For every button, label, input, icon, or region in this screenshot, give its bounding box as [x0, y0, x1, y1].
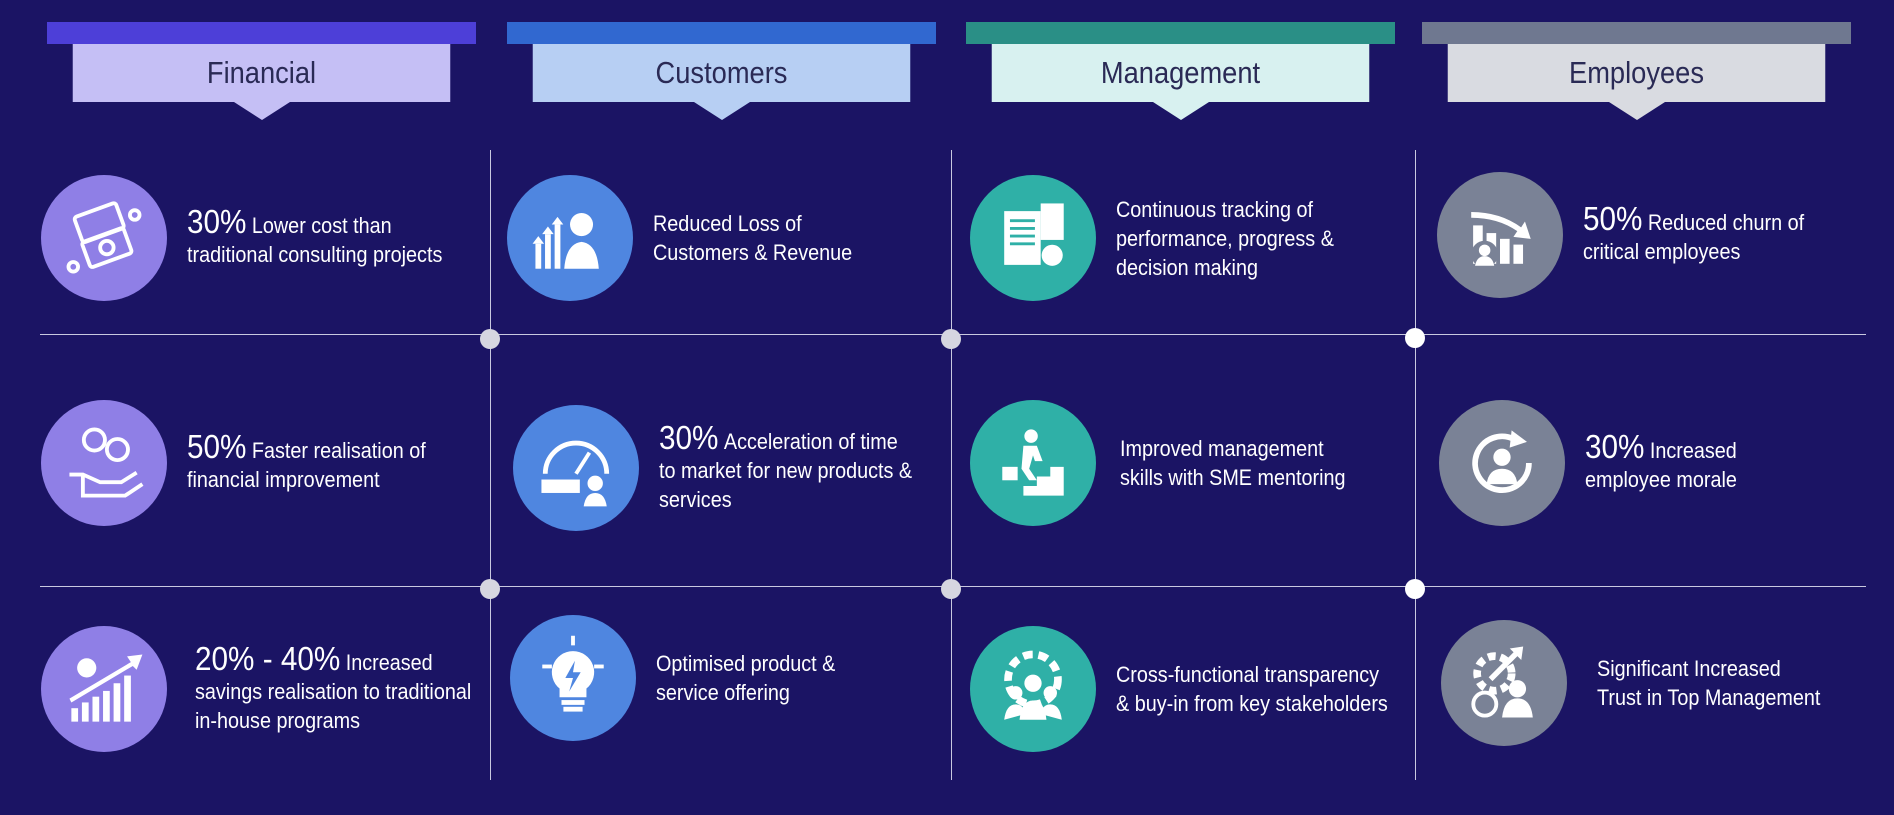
financial-item-1: 30%Lower cost than traditional consultin…	[41, 175, 471, 301]
column-divider-3	[1415, 150, 1416, 780]
grid-node	[941, 579, 961, 599]
employees-item-2-text: 30%Increased employee morale	[1585, 428, 1737, 492]
customers-item-2-text: 30%Acceleration of time to market for ne…	[659, 418, 913, 512]
header-customers: Customers	[507, 22, 936, 120]
customers-item-1-text: Reduced Loss of Customers & Revenue	[653, 211, 853, 265]
management-item-2: Improved management skills with SME ment…	[970, 400, 1371, 526]
header-customers-label: Customers	[532, 44, 911, 102]
financial-item-3-text: 20% - 40%Increased savings realisation t…	[195, 639, 472, 733]
speedometer-rating-icon	[513, 405, 639, 531]
financial-item-2: 50%Faster realisation of financial impro…	[41, 400, 452, 526]
management-item-3-text: Cross-functional transparency & buy-in f…	[1116, 662, 1388, 716]
customers-item-2: 30%Acceleration of time to market for ne…	[513, 405, 940, 531]
trust-gear-person-icon	[1441, 620, 1567, 746]
management-item-2-text: Improved management skills with SME ment…	[1120, 436, 1346, 490]
column-divider-1	[490, 150, 491, 780]
header-employees-label: Employees	[1447, 44, 1826, 102]
header-management: Management	[966, 22, 1395, 120]
management-item-1: Continuous tracking of performance, prog…	[970, 175, 1358, 301]
customers-item-3-text: Optimised product & service offering	[656, 651, 836, 705]
employees-item-3: Significant Increased Trust in Top Manag…	[1441, 620, 1845, 746]
employees-item-2: 30%Increased employee morale	[1439, 400, 1754, 526]
career-stairs-icon	[970, 400, 1096, 526]
header-management-label: Management	[991, 44, 1370, 102]
grid-node	[1405, 579, 1425, 599]
management-item-1-text: Continuous tracking of performance, prog…	[1116, 196, 1334, 280]
money-icon	[41, 175, 167, 301]
grid-node	[480, 329, 500, 349]
customers-item-3: Optimised product & service offering	[510, 615, 855, 741]
grid-node	[941, 329, 961, 349]
employees-item-1-text: 50%Reduced churn of critical employees	[1583, 200, 1805, 264]
financial-item-1-text: 30%Lower cost than traditional consultin…	[187, 203, 443, 267]
growth-chart-icon	[41, 626, 167, 752]
financial-item-3: 20% - 40%Increased savings realisation t…	[41, 626, 502, 752]
header-financial: Financial	[47, 22, 476, 120]
column-divider-2	[951, 150, 952, 780]
employees-item-1: 50%Reduced churn of critical employees	[1437, 172, 1829, 298]
grid-node	[1405, 328, 1425, 348]
employees-item-3-text: Significant Increased Trust in Top Manag…	[1597, 656, 1821, 710]
lightbulb-icon	[510, 615, 636, 741]
coins-hand-icon	[41, 400, 167, 526]
financial-item-2-text: 50%Faster realisation of financial impro…	[187, 428, 426, 492]
management-item-3: Cross-functional transparency & buy-in f…	[970, 626, 1418, 752]
header-employees: Employees	[1422, 22, 1851, 120]
customer-growth-icon	[507, 175, 633, 301]
team-gear-icon	[970, 626, 1096, 752]
employee-cycle-icon	[1439, 400, 1565, 526]
header-financial-label: Financial	[72, 44, 451, 102]
report-calculator-icon	[970, 175, 1096, 301]
declining-churn-icon	[1437, 172, 1563, 298]
grid-node	[480, 579, 500, 599]
customers-item-1: Reduced Loss of Customers & Revenue	[507, 175, 874, 301]
